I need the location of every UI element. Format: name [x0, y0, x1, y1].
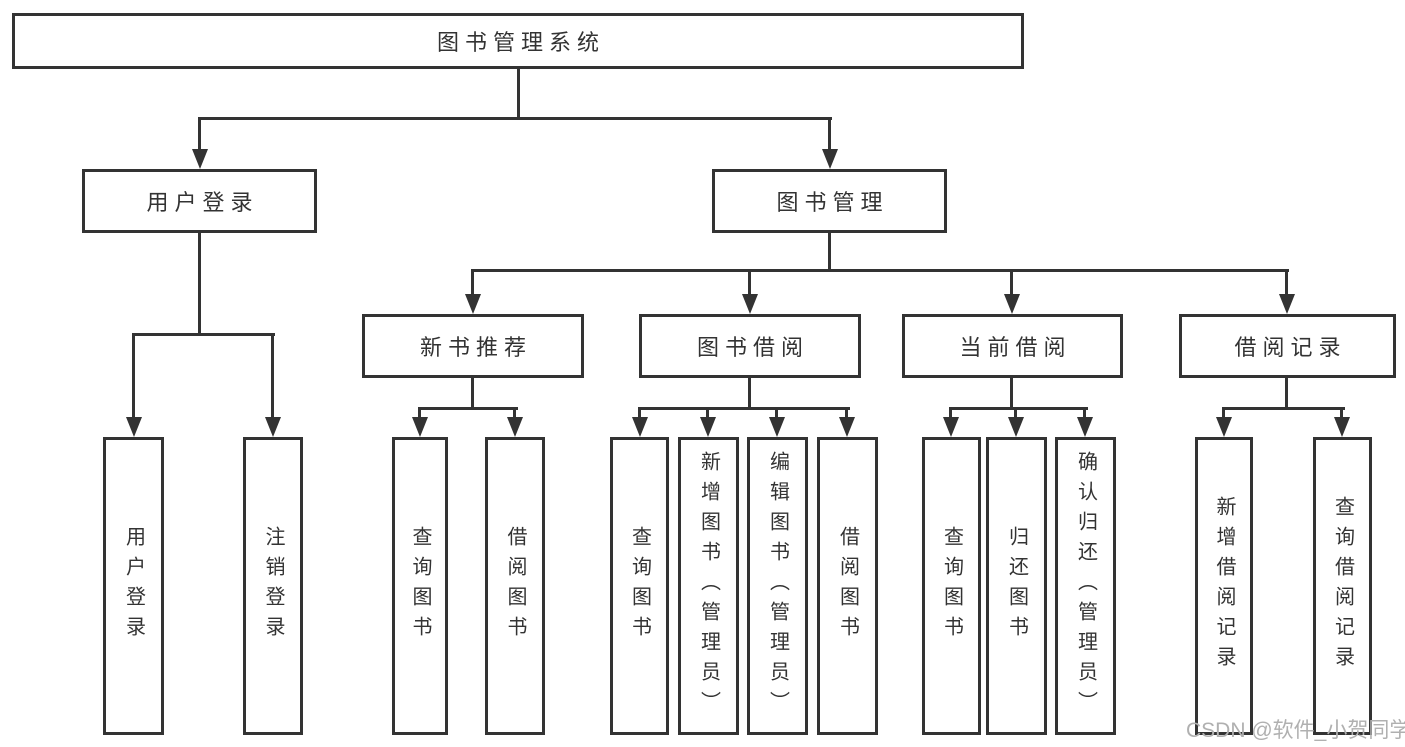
arrow-down-icon — [632, 417, 648, 437]
leaf-confirm-return-admin: 确认归还（管理员） — [1055, 437, 1116, 735]
connector-current-drop — [949, 407, 952, 421]
leaf-label: 编辑图书（管理员） — [766, 451, 789, 721]
arrow-down-icon — [1077, 417, 1093, 437]
connector-recommend-drop — [418, 407, 421, 421]
connector-bookmgmt-bus — [471, 269, 1289, 272]
leaf-label: 查询图书 — [409, 526, 431, 646]
leaf-label: 借阅图书 — [836, 526, 859, 646]
leaf-label: 用户登录 — [122, 526, 145, 646]
leaf-borrow-books: 借阅图书 — [817, 437, 878, 735]
leaf-edit-books-admin: 编辑图书（管理员） — [747, 437, 808, 735]
leaf-return-books: 归还图书 — [986, 437, 1047, 735]
connector-borrowing-drop — [706, 407, 709, 421]
connector-current-bus — [949, 407, 1088, 410]
connector-borrowing-bus — [638, 407, 850, 410]
leaf-query-borrow-record: 查询借阅记录 — [1313, 437, 1372, 735]
node-label: 图书管理 — [776, 190, 889, 215]
leaf-add-borrow-record: 新增借阅记录 — [1195, 437, 1253, 735]
leaf-logout: 注销登录 — [243, 437, 303, 735]
leaf-borrow-books-recommend: 借阅图书 — [485, 437, 545, 735]
connector-recommend-bus — [418, 407, 518, 410]
connector-root-bus — [198, 117, 832, 120]
node-book-borrowing: 图书借阅 — [639, 314, 861, 378]
node-label: 当前借阅 — [959, 335, 1072, 360]
connector-userlogin-drop — [132, 333, 135, 421]
node-library-management-system: 图书管理系统 — [12, 13, 1024, 69]
leaf-query-books-recommend: 查询图书 — [392, 437, 448, 735]
arrow-down-icon — [1279, 294, 1295, 314]
arrow-down-icon — [126, 417, 142, 437]
arrow-down-icon — [769, 417, 785, 437]
connector-records-drop — [1222, 407, 1225, 421]
node-book-management: 图书管理 — [712, 169, 947, 233]
arrow-down-icon — [1334, 417, 1350, 437]
node-label: 用户登录 — [146, 190, 259, 215]
arrow-down-icon — [412, 417, 428, 437]
arrow-down-icon — [465, 294, 481, 314]
connector-records-stem — [1285, 377, 1288, 410]
node-label: 图书借阅 — [696, 335, 809, 360]
connector-recommend-drop — [513, 407, 516, 421]
arrow-down-icon — [822, 149, 838, 169]
connector-root-left-drop — [198, 117, 201, 151]
leaf-label: 新增借阅记录 — [1213, 496, 1235, 676]
leaf-query-books-borrowing: 查询图书 — [610, 437, 669, 735]
leaf-label: 确认归还（管理员） — [1074, 451, 1097, 721]
arrow-down-icon — [192, 149, 208, 169]
node-label: 图书管理系统 — [436, 30, 605, 55]
node-borrowing-records: 借阅记录 — [1179, 314, 1396, 378]
arrow-down-icon — [700, 417, 716, 437]
leaf-label: 查询图书 — [940, 526, 963, 646]
connector-borrowing-stem — [748, 377, 751, 410]
leaf-label: 归还图书 — [1005, 526, 1028, 646]
leaf-label: 新增图书（管理员） — [697, 451, 720, 721]
connector-current-drop — [1083, 407, 1086, 421]
node-label: 新书推荐 — [419, 335, 532, 360]
arrow-down-icon — [943, 417, 959, 437]
connector-bookmgmt-drop — [748, 269, 751, 297]
connector-userlogin-bus — [132, 333, 275, 336]
connector-root-stem — [517, 68, 520, 120]
node-label: 借阅记录 — [1234, 335, 1347, 360]
leaf-user-login: 用户登录 — [103, 437, 164, 735]
connector-bookmgmt-drop — [471, 269, 474, 297]
node-new-book-recommend: 新书推荐 — [362, 314, 584, 378]
connector-borrowing-drop — [638, 407, 641, 421]
connector-bookmgmt-drop — [1285, 269, 1288, 297]
connector-records-drop — [1340, 407, 1343, 421]
arrow-down-icon — [1008, 417, 1024, 437]
connector-recommend-stem — [471, 377, 474, 410]
arrow-down-icon — [1004, 294, 1020, 314]
leaf-add-books-admin: 新增图书（管理员） — [678, 437, 739, 735]
connector-current-stem — [1010, 377, 1013, 410]
arrow-down-icon — [1216, 417, 1232, 437]
connector-bookmgmt-stem — [828, 232, 831, 272]
arrow-down-icon — [265, 417, 281, 437]
node-current-borrowing: 当前借阅 — [902, 314, 1123, 378]
connector-userlogin-drop — [271, 333, 274, 421]
leaf-label: 注销登录 — [262, 526, 284, 646]
connector-records-bus — [1222, 407, 1345, 410]
leaf-query-books-current: 查询图书 — [922, 437, 981, 735]
arrow-down-icon — [742, 294, 758, 314]
connector-borrowing-drop — [775, 407, 778, 421]
connector-bookmgmt-drop — [1010, 269, 1013, 297]
node-user-login: 用户登录 — [82, 169, 317, 233]
connector-borrowing-drop — [845, 407, 848, 421]
arrow-down-icon — [839, 417, 855, 437]
connector-root-right-drop — [828, 117, 831, 151]
leaf-label: 查询借阅记录 — [1331, 496, 1354, 676]
connector-userlogin-stem — [198, 232, 201, 336]
arrow-down-icon — [507, 417, 523, 437]
leaf-label: 查询图书 — [628, 526, 651, 646]
watermark: CSDN @软件_小贺同学 — [1186, 719, 1405, 742]
connector-current-drop — [1014, 407, 1017, 421]
leaf-label: 借阅图书 — [504, 526, 526, 646]
